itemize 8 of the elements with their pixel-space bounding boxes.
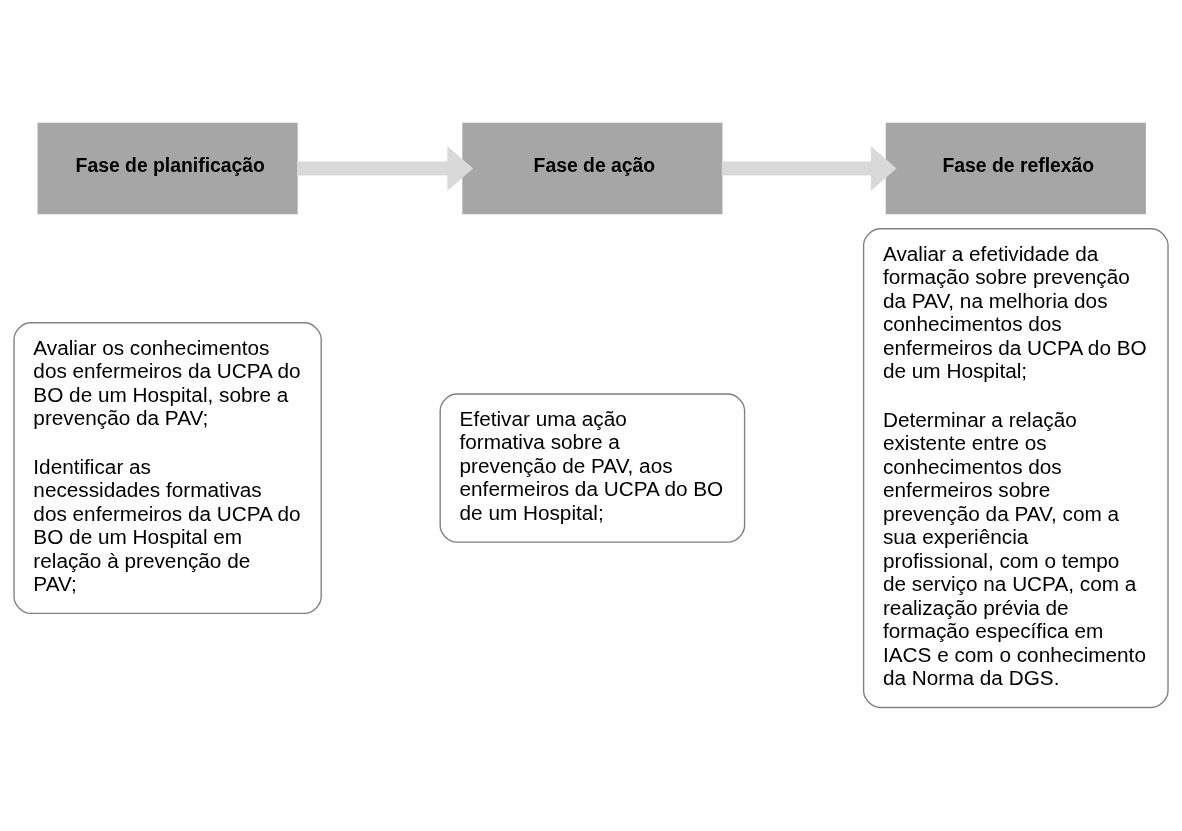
- node-box: Avaliar os conhecimentos dos enfermeiros da UCPA do BO de um Hospital, sobre a prevenção da PAV; Identificar as necessidades formativas dos enfermeiros da UCPA do BO de um Hospital em relação à prevenção de PAV;: [13, 322, 322, 615]
- node-box: Efetivar uma ação formativa sobre a prevenção de PAV, aos enfermeiros da UCPA do BO de um Hospital;: [439, 393, 746, 543]
- node-box: Fase de planificação: [37, 122, 298, 215]
- node-box: Fase de reflexão: [885, 122, 1146, 215]
- node-box: Fase de ação: [462, 122, 723, 215]
- arrow: [721, 146, 897, 191]
- arrow: [297, 146, 474, 191]
- node-box: Avaliar a efetividade da formação sobre prevenção da PAV, na melhoria dos conhecimentos dos enfermeiros da UCPA do BO de um Hospital; Determinar a relação existente entre os conhecimentos dos enfermeiros sobre prevenção da PAV, com a sua experiência profissional, com o tempo de serviço na UCPA, com a realização prévia de formação específica em IACS e com o conhecimento da Norma da DGS.: [862, 228, 1169, 709]
